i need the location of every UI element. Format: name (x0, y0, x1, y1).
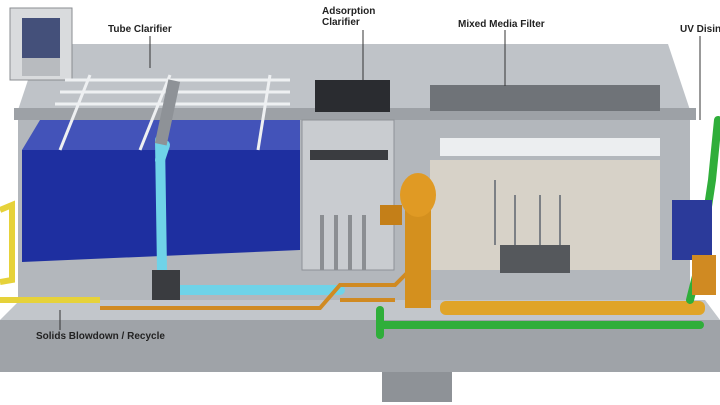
tube-clarifier-label: Tube Clarifier (108, 24, 172, 35)
filter-laterals (494, 180, 561, 245)
adsorption-clarifier-label-line2: Clarifier (322, 17, 360, 28)
influent-pipe (0, 200, 100, 303)
filter-feed-valve (380, 205, 402, 225)
control-panel-motor (22, 18, 60, 58)
filter-feed-column (405, 210, 431, 308)
filter-effluent-pipe (440, 301, 705, 315)
mixed-media-filter-label: Mixed Media Filter (458, 19, 545, 30)
uv-elbow (692, 255, 716, 295)
adsorption-clarifier-screen (310, 150, 388, 160)
adsorption-underdrain (320, 215, 366, 270)
label-leaders (59, 30, 701, 330)
adsorption-clarifier-label: Adsorption Clarifier (322, 6, 375, 28)
uv-disinfection-unit (672, 200, 712, 260)
clarifier-sludge-pump (152, 270, 180, 300)
base-slab (0, 320, 720, 372)
mixed-media-filter-outlet (500, 245, 570, 273)
adsorption-clarifier-media (315, 80, 390, 112)
uv-disinfection-label: UV Disin (680, 24, 720, 35)
mixed-media-filter-trough (430, 85, 660, 111)
filter-feed-column-head (400, 173, 436, 217)
adsorption-clarifier-label-line1: Adsorption (322, 6, 376, 17)
filter-walkway (440, 138, 660, 156)
base-footing (382, 372, 452, 402)
clarifier-pipe-inlet (154, 79, 181, 146)
recycle-pipe (100, 268, 412, 310)
clarifier-pipe (155, 135, 345, 295)
control-panel-stand (22, 58, 60, 76)
solids-blowdown-label: Solids Blowdown / Recycle (36, 331, 165, 342)
